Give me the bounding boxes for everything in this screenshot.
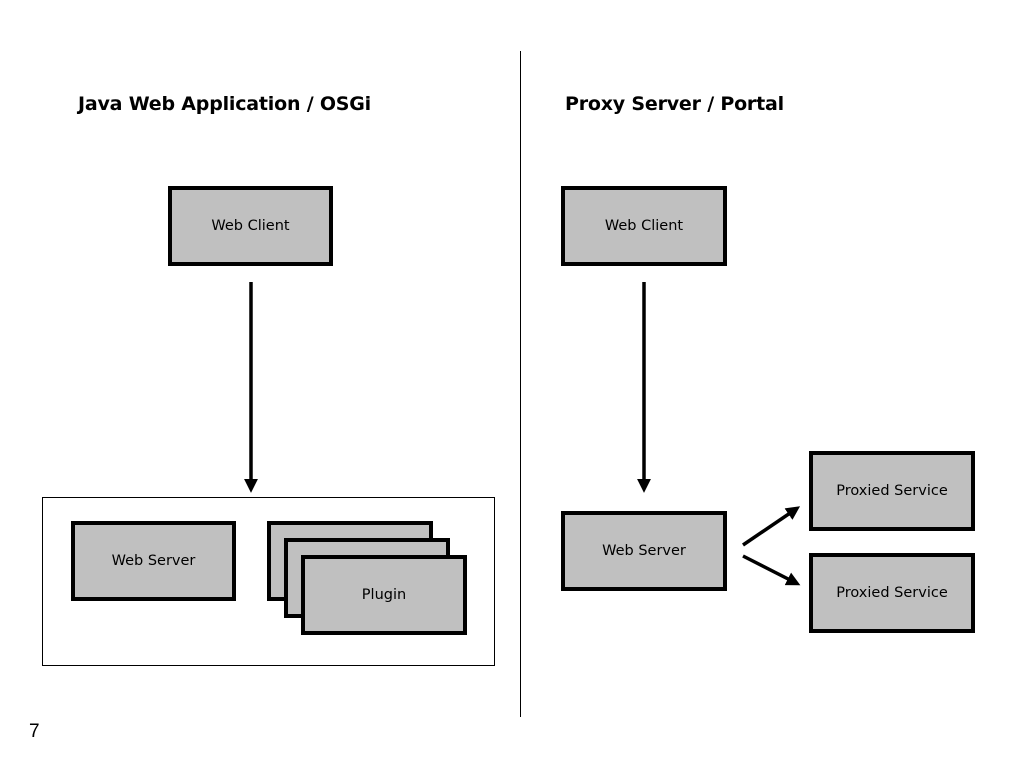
page-number: 7: [29, 721, 40, 742]
left-panel-title: Java Web Application / OSGi: [78, 93, 371, 115]
plugin-box-front: Plugin: [301, 555, 467, 635]
server-to-proxied-service-1-arrow: [742, 506, 801, 547]
server-to-proxied-service-2-arrow: [742, 554, 801, 586]
right-panel-title: Proxy Server / Portal: [565, 93, 784, 115]
right-web-server-box: Web Server: [561, 511, 727, 591]
proxied-service-box-2: Proxied Service: [809, 553, 975, 633]
proxied-service-box-1: Proxied Service: [809, 451, 975, 531]
right-web-client-label: Web Client: [604, 218, 684, 234]
left-web-client-label: Web Client: [211, 218, 290, 234]
app-container-frame: [42, 497, 495, 666]
plugin-label: Plugin: [361, 587, 407, 603]
proxied-service-label-2: Proxied Service: [836, 585, 948, 601]
left-web-server-box: Web Server: [71, 521, 236, 601]
panel-divider: [520, 51, 521, 717]
proxied-service-label-1: Proxied Service: [836, 483, 948, 499]
left-web-server-label: Web Server: [111, 553, 196, 569]
left-web-client-box: Web Client: [168, 186, 333, 266]
right-web-client-box: Web Client: [561, 186, 727, 266]
right-web-server-label: Web Server: [602, 543, 686, 559]
